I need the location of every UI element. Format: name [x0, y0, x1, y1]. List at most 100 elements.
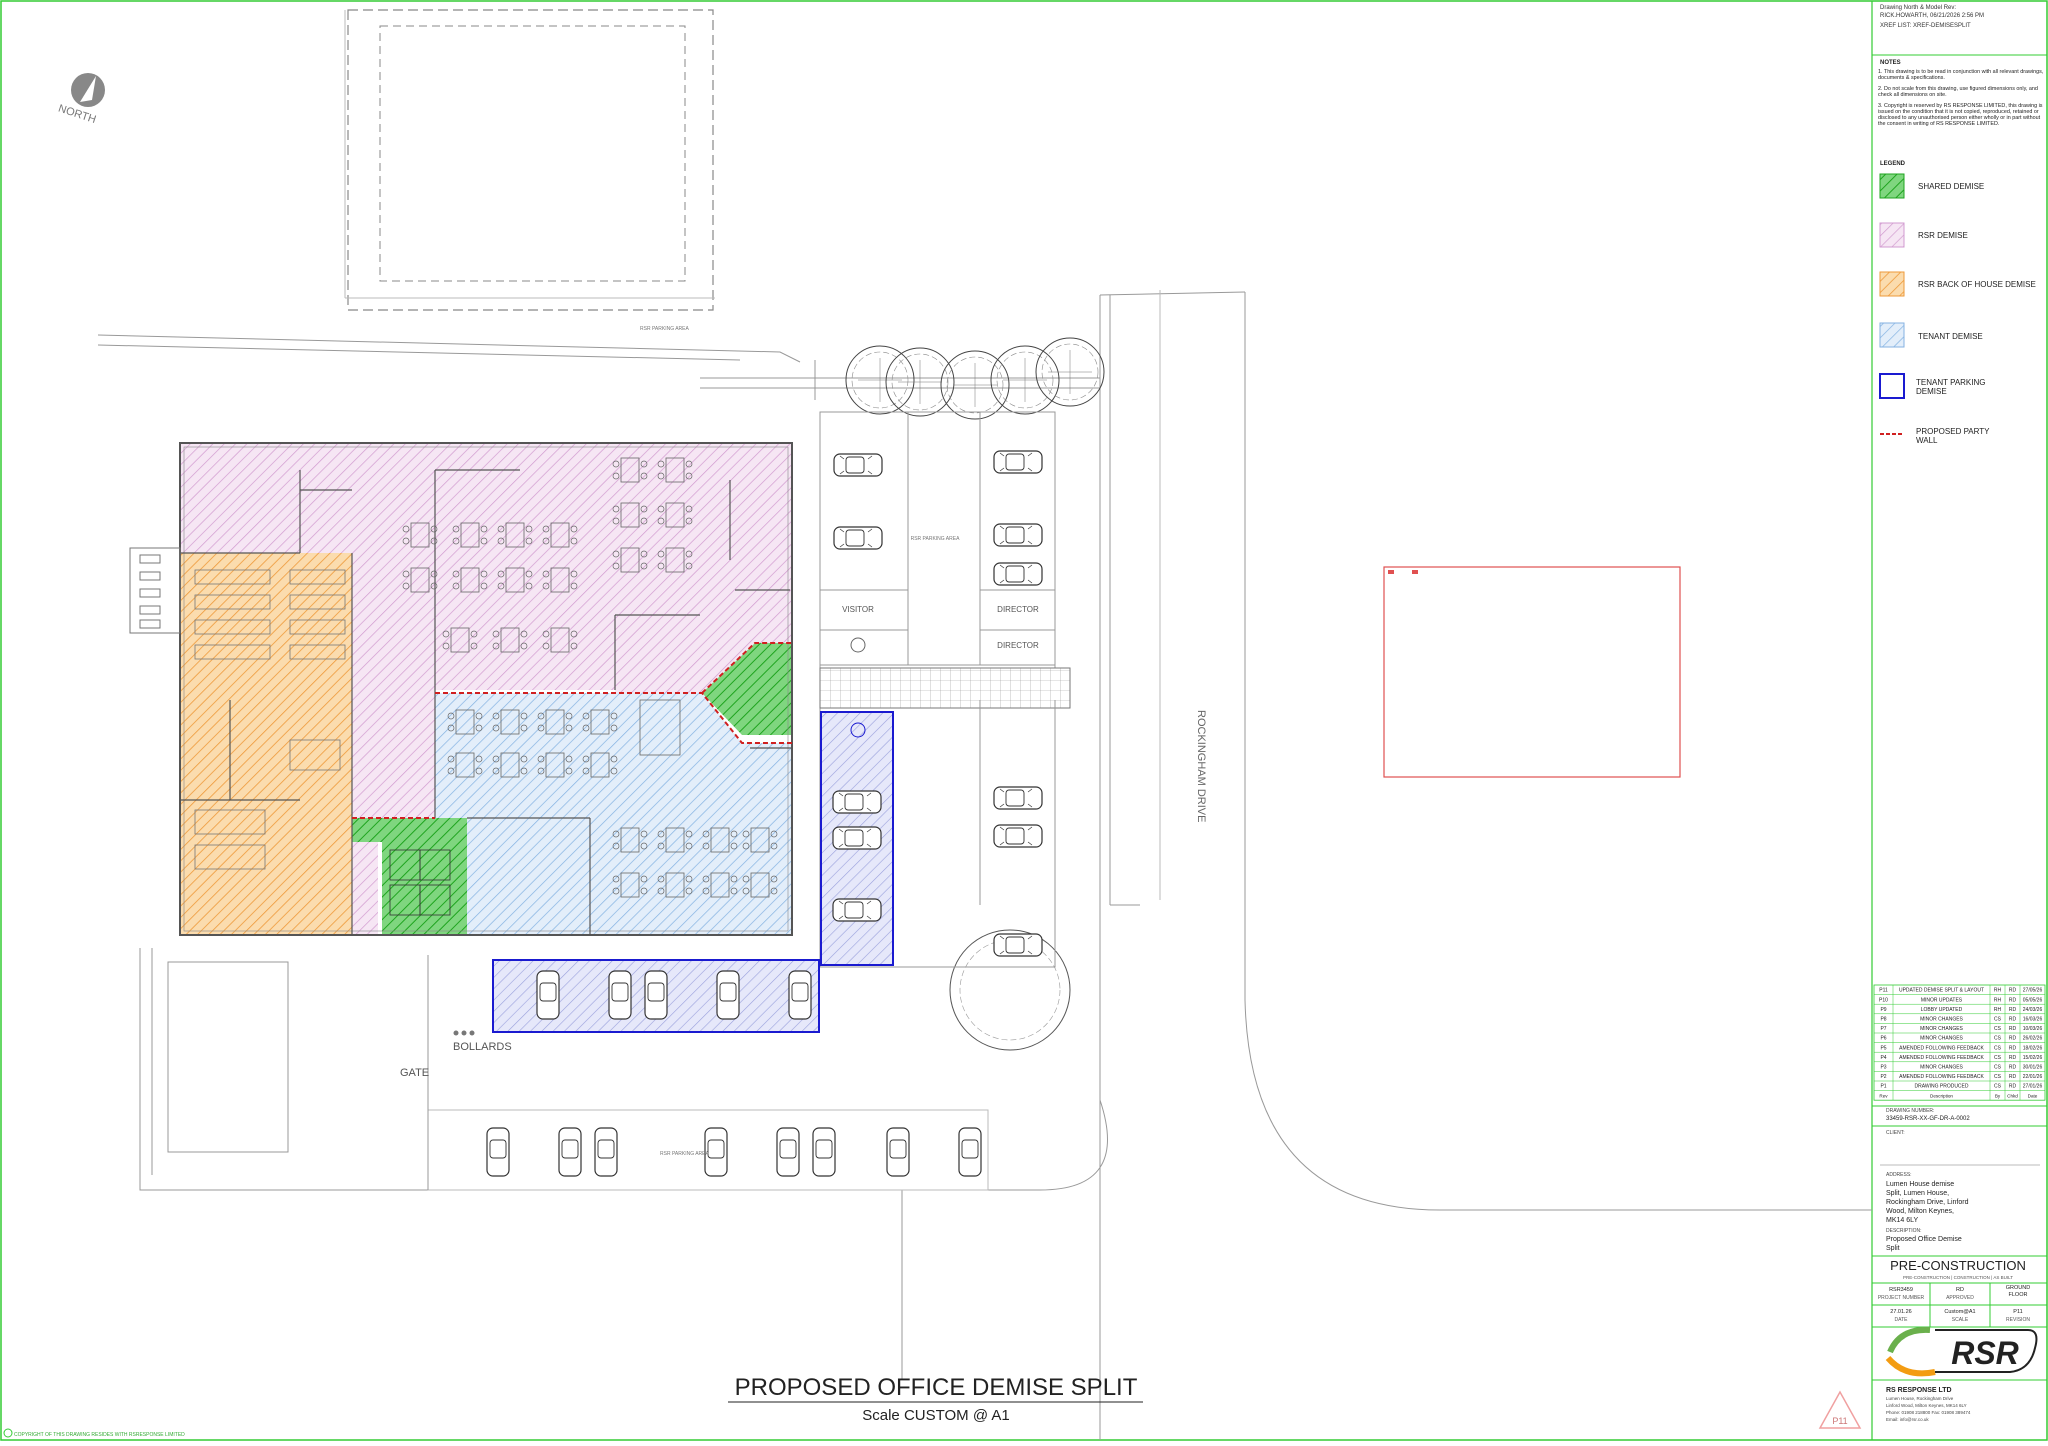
revision-row-by: CS [1994, 1036, 2002, 1042]
revision-row-date: 26/02/26 [2023, 1036, 2043, 1042]
revision-row-date: 18/02/26 [2023, 1045, 2043, 1051]
scale-value: Custom@A1 [1944, 1309, 1975, 1315]
legend-label-tenant: TENANT DEMISE [1918, 332, 1983, 341]
title-block: Drawing North & Model Rev: RICK.HOWARTH,… [1872, 5, 2047, 1422]
revision-row-rev: P3 [1880, 1065, 1886, 1071]
revision-row-date: 10/03/26 [2023, 1026, 2043, 1032]
legend-label-boh: RSR BACK OF HOUSE DEMISE [1918, 280, 2036, 289]
building-floor-plan [129, 442, 793, 936]
floor-value: GROUND FLOOR [2005, 1285, 2031, 1298]
revision-row-desc: MINOR CHANGES [1920, 1065, 1963, 1071]
scale-label: SCALE [1952, 1317, 1969, 1323]
revision-row-by: CS [1994, 1045, 2002, 1051]
revision-row-by: CS [1994, 1065, 2002, 1071]
revision-row-chkd: RD [2009, 1055, 2017, 1061]
revision-row-rev: P5 [1880, 1045, 1886, 1051]
revision-row-rev: P11 [1879, 988, 1888, 994]
approved-value: RD [1956, 1287, 1964, 1293]
revision-row-date: 22/01/26 [2023, 1074, 2043, 1080]
approved-label: APPROVED [1946, 1295, 1974, 1301]
rsr-logo-icon: RSR [1885, 1326, 2038, 1377]
legend-swatch-tenant-parking [1879, 373, 1905, 399]
revision-row-desc: DRAWING PRODUCED [1915, 1084, 1969, 1090]
revision-row-date: 30/01/26 [2023, 1065, 2043, 1071]
date-value: 27.01.26 [1890, 1309, 1911, 1315]
legend-swatch-tenant [1879, 322, 1905, 348]
address-label: ADDRESS: [1886, 1172, 1912, 1178]
note-item-1: 1. This drawing is to be read in conjunc… [1878, 69, 2044, 81]
rsr-parking-label-mid: RSR PARKING AREA [911, 536, 960, 542]
revision-row-chkd: RD [2009, 1007, 2017, 1013]
revision-header-rev: Rev [1879, 1093, 1888, 1098]
legend-swatch-boh [1879, 271, 1905, 297]
tenant-parking-horizontal [492, 959, 820, 1033]
revision-row-rev: P2 [1880, 1074, 1886, 1080]
project-number: RSR3459 [1889, 1287, 1913, 1293]
revision-row-rev: P4 [1880, 1055, 1886, 1061]
revision-header-chkd: Chkd [2007, 1093, 2018, 1098]
wc-core [389, 849, 451, 916]
bin-store-outline [167, 961, 289, 1153]
note-item-3: 3. Copyright is reserved by RS RESPONSE … [1878, 103, 2043, 127]
revision-header-by: By [1995, 1093, 2001, 1098]
revision-row-desc: MINOR CHANGES [1920, 1036, 1963, 1042]
director-label-2: DIRECTOR [997, 641, 1039, 650]
drawing-number-label: DRAWING NUMBER: [1886, 1108, 1934, 1114]
legend-label-tenant-parking: TENANT PARKING DEMISE [1916, 378, 1986, 396]
description-label: DESCRIPTION: [1886, 1228, 1922, 1234]
revision-row-chkd: RD [2009, 1084, 2017, 1090]
accessible-icon-1 [850, 637, 866, 653]
description-line-2: Split [1886, 1245, 1900, 1252]
revision-row-by: RH [1994, 988, 2002, 994]
revision-row-by: CS [1994, 1017, 2002, 1023]
revision-row-by: CS [1994, 1084, 2002, 1090]
gate-label: GATE [400, 1067, 429, 1079]
revision-row-desc: UPDATED DEMISE SPLIT & LAYOUT [1899, 988, 1984, 994]
company-line-1: Lumen House, Rockingham Drive [1886, 1396, 1954, 1401]
revision-row-chkd: RD [2009, 988, 2017, 994]
site-lines [97, 290, 1872, 1440]
boh-racks [194, 569, 346, 870]
legend-label-party-wall: PROPOSED PARTY WALL [1916, 427, 1990, 445]
address-line-3: Rockingham Drive, Linford [1886, 1199, 1969, 1206]
revision-label: REVISION [2006, 1317, 2030, 1323]
revision-row-desc: MINOR CHANGES [1920, 1017, 1963, 1023]
revision-row-chkd: RD [2009, 1065, 2017, 1071]
company-line-2: Linford Wood, Milton Keynes, MK14 6LY [1886, 1403, 1967, 1408]
revision-row-rev: P9 [1880, 1007, 1886, 1013]
revision-header-date: Date [2028, 1093, 2038, 1098]
revision-row-desc: MINOR CHANGES [1920, 1026, 1963, 1032]
tenant-desks [447, 699, 778, 898]
revision-header-desc: Description [1930, 1093, 1953, 1098]
header-note-2: RICK.HOWARTH, 06/21/2026 2:56 PM [1880, 13, 1984, 19]
revision-value: P11 [2013, 1309, 2022, 1315]
adjacent-building-outline [344, 9, 715, 311]
company-line-4: Email: info@rsr.co.uk [1886, 1417, 1929, 1422]
notes-heading: NOTES [1880, 60, 1901, 66]
revision-row-rev: P10 [1879, 997, 1888, 1003]
revision-row-by: RH [1994, 1007, 2002, 1013]
revision-row-chkd: RD [2009, 1045, 2017, 1051]
address-line-2: Split, Lumen House, [1886, 1190, 1949, 1197]
logo-text: RSR [1951, 1335, 2019, 1371]
revision-badge-text: P11 [1832, 1416, 1847, 1426]
status-sub: PRE-CONSTRUCTION | CONSTRUCTION | AS BUI… [1903, 1275, 2013, 1280]
drawing-scale: Scale CUSTOM @ A1 [862, 1407, 1010, 1424]
drawing-title: PROPOSED OFFICE DEMISE SPLIT [735, 1374, 1138, 1401]
legend-swatch-shared [1879, 173, 1905, 199]
bollards-label: BOLLARDS [453, 1041, 512, 1053]
note-item-2: 2. Do not scale from this drawing, use f… [1878, 86, 2038, 98]
revision-row-date: 05/05/26 [2023, 997, 2043, 1003]
revision-row-desc: AMENDED FOLLOWING FEEDBACK [1899, 1045, 1984, 1051]
revision-row-rev: P1 [1880, 1084, 1886, 1090]
revision-row-date: 27/05/26 [2023, 988, 2043, 994]
description-line-1: Proposed Office Demise [1886, 1236, 1962, 1243]
rsr-parking-bottom: RSR PARKING AREA [427, 1109, 989, 1191]
visitor-parking-area: VISITOR DIRECTOR DIRECTOR RSR PARKING AR… [819, 411, 1071, 968]
date-label: DATE [1895, 1317, 1909, 1323]
revision-row-desc: LOBBY UPDATED [1921, 1007, 1963, 1013]
revision-row-date: 15/02/26 [2023, 1055, 2043, 1061]
address-line-4: Wood, Milton Keynes, [1886, 1208, 1954, 1215]
revision-row-desc: MINOR UPDATES [1921, 997, 1963, 1003]
